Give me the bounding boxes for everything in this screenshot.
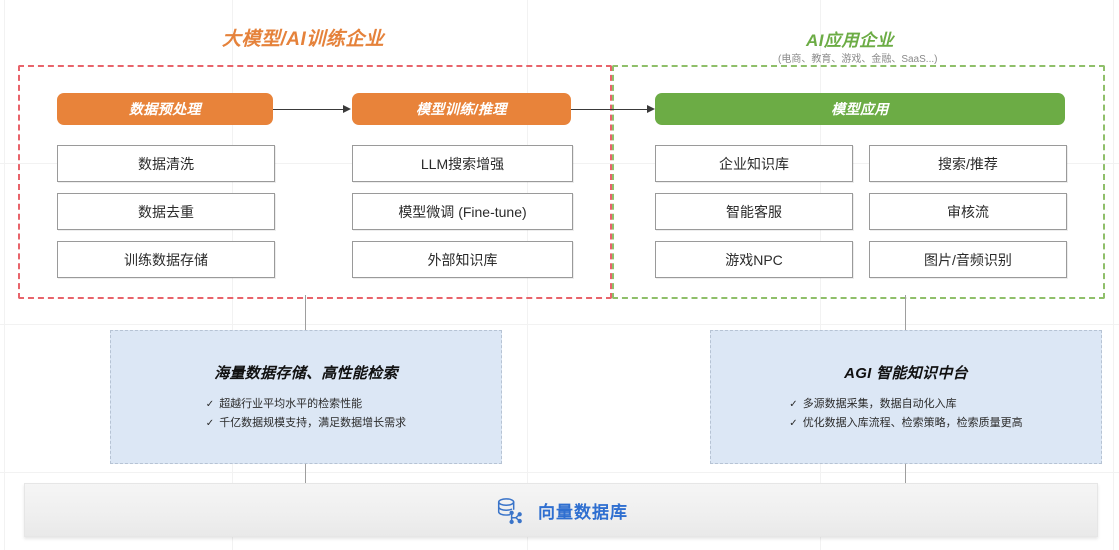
connector-capability-to-platform (305, 462, 306, 483)
bullet-text: 多源数据采集，数据自动化入库 (802, 398, 957, 410)
platform-bar-vector-database: 向量数据库 (24, 483, 1098, 537)
stage-model-training-inference[interactable]: 模型训练/推理 (352, 93, 571, 125)
arrow-head-icon (343, 104, 351, 113)
group-application-enterprises (612, 65, 1105, 299)
list-item[interactable]: 模型微调 (Fine-tune) (352, 193, 573, 230)
capability-title: AGI 智能知识中台 (844, 365, 968, 382)
bullet-text: 优化数据入库流程、检索策略，检索质量更高 (802, 416, 1023, 429)
stage-model-application[interactable]: 模型应用 (655, 93, 1065, 125)
background-guide (4, 0, 5, 550)
background-guide (0, 324, 1119, 325)
section-subtitle-application: (电商、教育、游戏、金融、SaaS...) (778, 54, 938, 65)
list-item[interactable]: 搜索/推荐 (869, 145, 1067, 182)
list-item[interactable]: 图片/音频识别 (869, 241, 1067, 278)
connector-capability-to-platform (905, 462, 906, 483)
list-item: ✓ 超越行业平均水平的检索性能 (206, 395, 406, 414)
list-item[interactable]: 游戏NPC (655, 241, 853, 278)
connector-application-to-capability (905, 295, 906, 330)
capability-card-storage-retrieval: 海量数据存储、高性能检索 ✓ 超越行业平均水平的检索性能 ✓ 千亿数据规模支持，满足… (110, 330, 502, 464)
list-item[interactable]: LLM搜索增强 (352, 145, 573, 182)
check-icon: ✓ (789, 399, 798, 410)
arrow-training-to-apply (571, 109, 647, 110)
list-item[interactable]: 企业知识库 (655, 145, 853, 182)
list-item[interactable]: 数据清洗 (57, 145, 275, 182)
background-guide (1113, 0, 1114, 550)
database-network-icon (494, 495, 524, 525)
list-item[interactable]: 训练数据存储 (57, 241, 275, 278)
platform-label: 向量数据库 (538, 502, 628, 522)
bullet-text: 超越行业平均水平的检索性能 (219, 398, 363, 410)
list-item: ✓ 多源数据采集，数据自动化入库 (789, 395, 1022, 414)
platform-bar-content: 向量数据库 (494, 495, 628, 525)
group-training-enterprises (18, 65, 612, 299)
list-item[interactable]: 审核流 (869, 193, 1067, 230)
connector-training-to-capability (305, 295, 306, 330)
capability-card-agi-knowledge-hub: AGI 智能知识中台 ✓ 多源数据采集，数据自动化入库 ✓ 优化数据入库流程、检索策… (710, 330, 1102, 464)
background-guide (0, 472, 1119, 473)
capability-title: 海量数据存储、高性能检索 (214, 365, 398, 382)
check-icon: ✓ (205, 399, 215, 410)
list-item[interactable]: 智能客服 (655, 193, 853, 230)
section-title-application: AI应用企业 (806, 31, 894, 50)
list-item: ✓ 千亿数据规模支持，满足数据增长需求 (206, 414, 406, 433)
check-icon: ✓ (789, 417, 798, 429)
capability-bullet-list: ✓ 多源数据采集，数据自动化入库 ✓ 优化数据入库流程、检索策略，检索质量更高 (789, 395, 1022, 432)
list-item[interactable]: 数据去重 (57, 193, 275, 230)
section-title-training: 大模型/AI训练企业 (222, 29, 385, 50)
list-item[interactable]: 外部知识库 (352, 241, 573, 278)
arrow-preprocess-to-training (273, 109, 343, 110)
check-icon: ✓ (205, 417, 215, 429)
capability-bullet-list: ✓ 超越行业平均水平的检索性能 ✓ 千亿数据规模支持，满足数据增长需求 (206, 395, 406, 432)
arrow-head-icon (647, 104, 655, 113)
stage-data-preprocessing[interactable]: 数据预处理 (57, 93, 273, 125)
list-item: ✓ 优化数据入库流程、检索策略，检索质量更高 (789, 414, 1022, 433)
bullet-text: 千亿数据规模支持，满足数据增长需求 (219, 416, 407, 429)
